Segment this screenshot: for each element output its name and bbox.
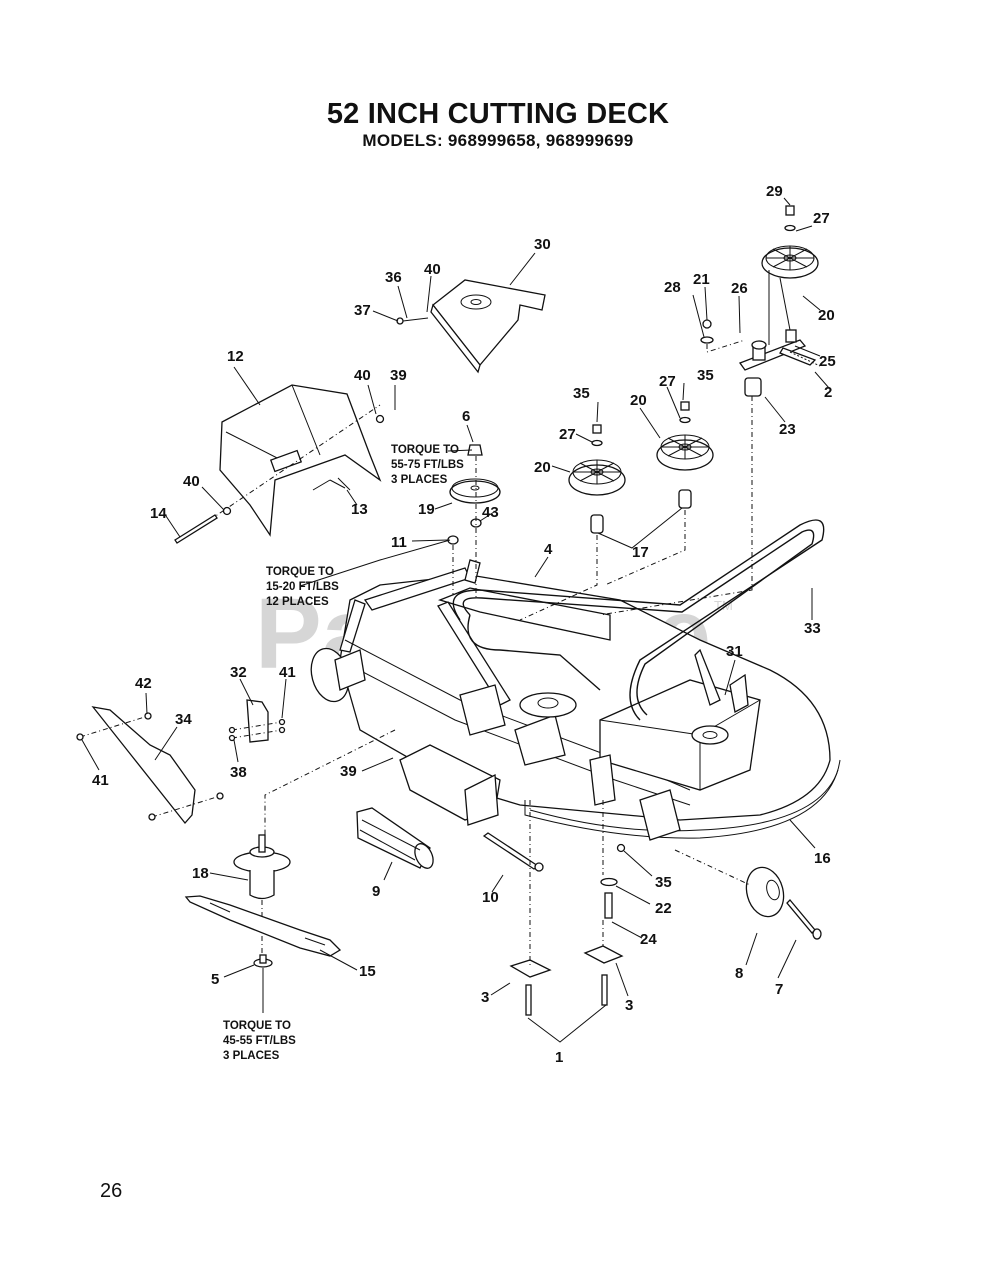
callout-39: 39	[340, 763, 357, 780]
callout-41: 41	[92, 772, 109, 789]
torque-note-frame: TORQUE TO 15-20 FT/LBS 12 PLACES	[266, 566, 339, 608]
callout-3: 3	[625, 997, 633, 1014]
callout-11: 11	[391, 534, 407, 551]
part-roller	[356, 807, 434, 869]
callout-32: 32	[230, 664, 247, 681]
callout-40: 40	[354, 367, 371, 384]
torque-note-line: TORQUE TO	[391, 444, 459, 456]
part-gauge-hardware	[600, 800, 626, 950]
torque-note-line: TORQUE TO	[266, 566, 334, 578]
callout-34: 34	[175, 711, 192, 728]
callout-20: 20	[630, 392, 647, 409]
diagram-title: 52 INCH CUTTING DECK	[326, 98, 670, 130]
part-mounting-plates	[509, 800, 624, 1016]
torque-note-line: 45-55 FT/LBS	[223, 1035, 296, 1047]
torque-note-line: 3 PLACES	[223, 1050, 280, 1062]
callout-24: 24	[640, 931, 657, 948]
callout-7: 7	[775, 981, 783, 998]
callout-5: 5	[211, 971, 219, 988]
callout-35: 35	[697, 367, 714, 384]
callout-labels: 29 27 21 28 26 20 25 2 23 30 36 40 37 12…	[92, 183, 836, 1066]
callout-33: 33	[804, 620, 821, 637]
torque-note-line: 15-20 FT/LBS	[266, 581, 339, 593]
torque-note-line: TORQUE TO	[223, 1020, 291, 1032]
callout-28: 28	[664, 279, 681, 296]
part-baffle	[76, 706, 224, 825]
callout-37: 37	[354, 302, 371, 319]
models-subtitle: MODELS: 968999658, 968999699	[362, 131, 634, 150]
part-discharge-chute	[174, 384, 385, 544]
callout-25: 25	[819, 353, 836, 370]
callout-20: 20	[534, 459, 551, 476]
callout-39: 39	[390, 367, 407, 384]
callout-13: 13	[351, 501, 368, 518]
callout-36: 36	[385, 269, 402, 286]
part-idler-pulley-right	[604, 401, 714, 586]
callout-42: 42	[135, 675, 152, 692]
callout-1: 1	[555, 1049, 563, 1066]
page-number: 26	[100, 1180, 123, 1202]
callout-16: 16	[814, 850, 831, 867]
part-left-roller-wheel	[310, 647, 366, 703]
part-gauge-wheel	[674, 849, 822, 940]
part-belt-cover-shield	[396, 279, 546, 374]
part-spindle-pulley	[447, 444, 501, 600]
part-belt	[452, 519, 825, 721]
callout-35: 35	[655, 874, 672, 891]
callout-4: 4	[544, 541, 553, 558]
callout-17: 17	[632, 544, 649, 561]
part-bracket	[228, 699, 396, 835]
callout-21: 21	[693, 271, 710, 288]
torque-note-blade: TORQUE TO 45-55 FT/LBS 3 PLACES	[223, 1020, 296, 1062]
callout-40: 40	[424, 261, 441, 278]
callout-27: 27	[559, 426, 576, 443]
part-idler-pulley-left	[519, 424, 626, 621]
callout-31: 31	[726, 643, 743, 660]
part-deck-housing	[339, 559, 841, 841]
callout-14: 14	[150, 505, 167, 522]
part-spindle-assembly	[233, 834, 291, 955]
torque-note-pulley: TORQUE TO 55-75 FT/LBS 3 PLACES	[391, 444, 464, 486]
callout-43: 43	[482, 504, 499, 521]
callout-22: 22	[655, 900, 672, 917]
callout-23: 23	[779, 421, 796, 438]
callout-29: 29	[766, 183, 783, 200]
callout-26: 26	[731, 280, 748, 297]
callout-19: 19	[418, 501, 435, 518]
callout-15: 15	[359, 963, 376, 980]
torque-note-line: 55-75 FT/LBS	[391, 459, 464, 471]
callout-9: 9	[372, 883, 380, 900]
callout-6: 6	[462, 408, 470, 425]
callout-3: 3	[481, 989, 489, 1006]
callout-41: 41	[279, 664, 296, 681]
callout-40: 40	[183, 473, 200, 490]
callout-38: 38	[230, 764, 247, 781]
callout-8: 8	[735, 965, 743, 982]
part-blade	[184, 895, 342, 957]
callout-12: 12	[227, 348, 244, 365]
torque-note-line: 12 PLACES	[266, 596, 329, 608]
callout-27: 27	[813, 210, 830, 227]
part-blade-washer	[253, 954, 273, 1013]
callout-30: 30	[534, 236, 551, 253]
callout-18: 18	[192, 865, 209, 882]
torque-note-line: 3 PLACES	[391, 474, 448, 486]
callout-2: 2	[824, 384, 832, 401]
callout-10: 10	[482, 889, 499, 906]
callout-27: 27	[659, 373, 676, 390]
leader-lines	[81, 197, 830, 1043]
callout-35: 35	[573, 385, 590, 402]
callout-20: 20	[818, 307, 835, 324]
part-rod	[482, 832, 544, 872]
part-idler-arm-assembly	[599, 205, 821, 616]
